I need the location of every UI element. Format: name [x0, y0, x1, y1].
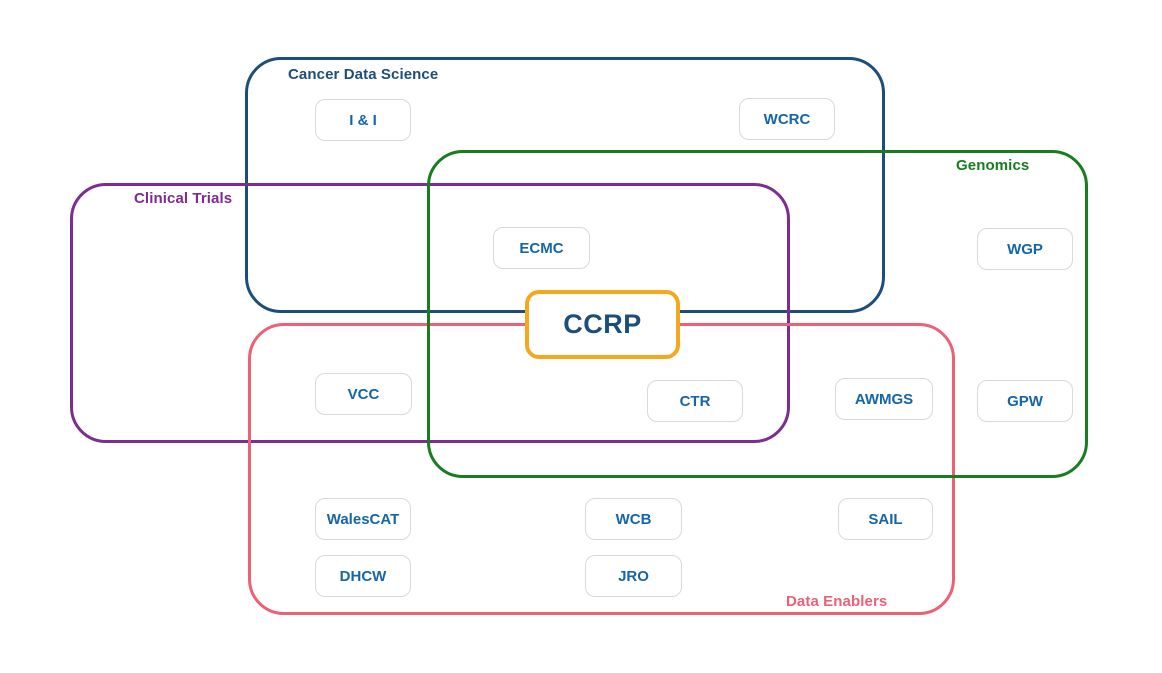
node-wcrc: WCRC: [739, 98, 835, 140]
node-i-and-i: I & I: [315, 99, 411, 141]
group-label-genomics: Genomics: [956, 157, 1030, 174]
node-wgp: WGP: [977, 228, 1073, 270]
group-label-data-enablers: Data Enablers: [786, 593, 888, 610]
group-outline-genomics: [427, 150, 1088, 478]
node-ctr: CTR: [647, 380, 743, 422]
node-vcc: VCC: [315, 373, 412, 415]
node-ecmc: ECMC: [493, 227, 590, 269]
node-jro: JRO: [585, 555, 682, 597]
group-label-cancer-data-science: Cancer Data Science: [288, 66, 439, 83]
node-awmgs: AWMGS: [835, 378, 933, 420]
node-wcb: WCB: [585, 498, 682, 540]
node-ccrp-center: CCRP: [525, 290, 680, 359]
node-walescat: WalesCAT: [315, 498, 411, 540]
node-gpw: GPW: [977, 380, 1073, 422]
group-label-clinical-trials: Clinical Trials: [134, 190, 233, 207]
node-dhcw: DHCW: [315, 555, 411, 597]
node-sail: SAIL: [838, 498, 933, 540]
